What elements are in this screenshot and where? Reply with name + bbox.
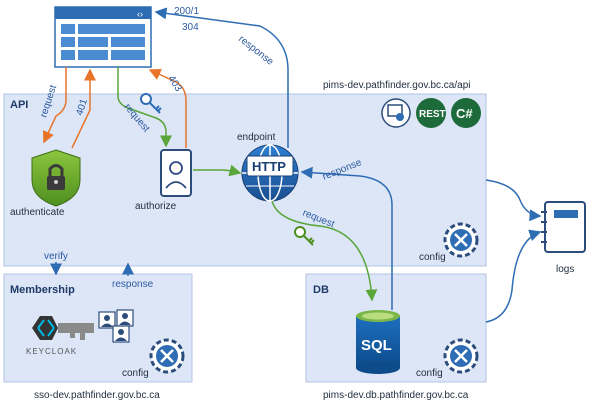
api-config-gear-icon — [443, 222, 479, 258]
endpoint-label: endpoint — [237, 132, 276, 143]
sql-label: SQL — [361, 337, 392, 354]
response-arrow-403 — [148, 68, 187, 148]
key-icon-authorize — [140, 93, 162, 114]
hosting-icon — [381, 98, 411, 128]
response-arrow-browser — [154, 7, 289, 148]
response-label-browser: response — [236, 34, 276, 68]
request-arrow-db — [271, 200, 378, 302]
api-config-label: config — [419, 252, 446, 263]
browser-window-icon: ‹› — [54, 6, 152, 68]
status-not-modified-label: 304 — [182, 22, 199, 33]
db-panel-title: DB — [313, 284, 329, 296]
membership-config-label: config — [122, 368, 149, 379]
authenticate-label: authenticate — [10, 207, 65, 218]
request-arrow-authorize — [117, 67, 172, 148]
rest-badge-icon — [416, 98, 446, 128]
db-host-label: pims-dev.db.pathfinder.gov.bc.ca — [323, 390, 469, 401]
code-401-label: 401 — [74, 97, 90, 117]
api-panel-title: API — [10, 99, 28, 111]
response-arrow-db — [300, 166, 393, 310]
request-arrow-authenticate — [42, 67, 67, 144]
authorize-device-icon — [160, 149, 192, 197]
membership-panel-title: Membership — [10, 284, 75, 296]
verify-label: verify — [44, 251, 68, 262]
key-icon-db — [294, 226, 315, 246]
users-icon — [98, 309, 134, 343]
response-arrow-401 — [71, 68, 96, 149]
db-config-gear-icon — [443, 338, 479, 374]
db-to-logs-arrow — [485, 229, 542, 323]
api-to-logs-arrow — [485, 179, 542, 222]
sql-database-icon — [356, 310, 400, 374]
http-endpoint-globe-icon — [241, 144, 299, 202]
db-config-label: config — [416, 368, 443, 379]
membership-config-gear-icon — [149, 338, 185, 374]
authorize-to-endpoint-arrow — [193, 164, 242, 177]
svg-text:‹›: ‹› — [137, 9, 143, 19]
rest-badge-label: REST — [419, 109, 446, 120]
keycloak-logo — [32, 316, 94, 340]
code-403-label: 403 — [165, 74, 183, 94]
authorize-label: authorize — [135, 201, 177, 212]
csharp-badge-label: C# — [456, 106, 473, 121]
csharp-badge-icon — [451, 98, 481, 128]
logs-label: logs — [556, 264, 574, 275]
membership-host-label: sso-dev.pathfinder.gov.bc.ca — [34, 390, 160, 401]
api-host-label: pims-dev.pathfinder.gov.bc.ca/api — [323, 80, 471, 91]
status-ok-label: 200/1 — [174, 6, 199, 17]
http-label: HTTP — [252, 159, 286, 174]
membership-response-label: response — [112, 279, 154, 290]
keycloak-label: KEYCLOAK — [26, 347, 77, 356]
authenticate-shield-icon — [31, 149, 81, 207]
logs-notebook-icon — [541, 201, 586, 253]
